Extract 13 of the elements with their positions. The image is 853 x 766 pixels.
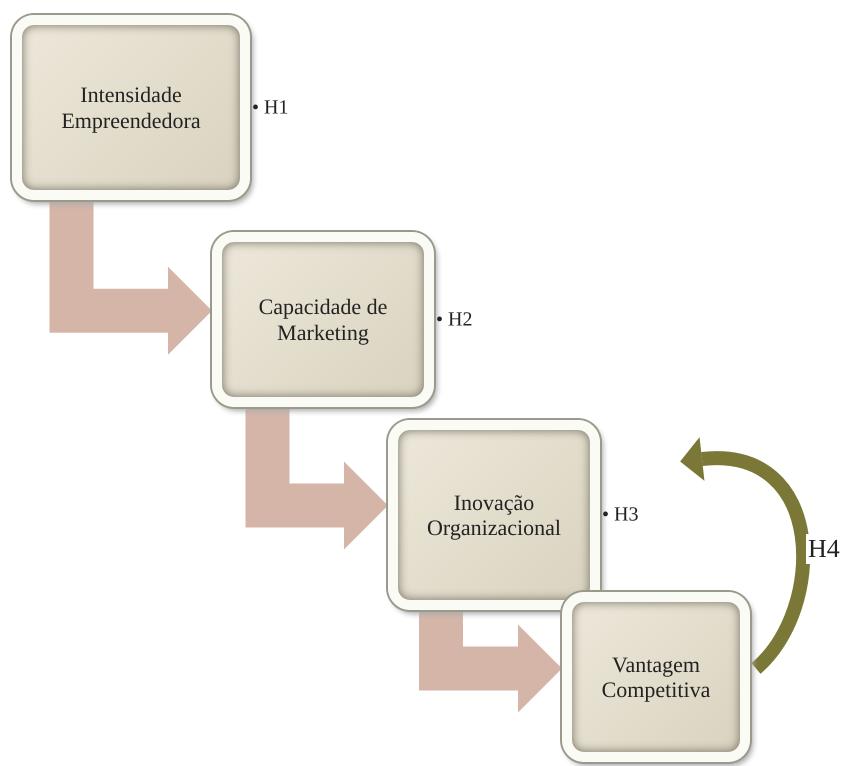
node-text: Capacidade de Marketing xyxy=(258,294,388,345)
hypothesis-label: • H3 xyxy=(602,504,638,526)
edge-label: H4 xyxy=(806,534,842,564)
arrow xyxy=(50,200,212,355)
arrow xyxy=(419,610,562,712)
node-text: Vantagem Competitiva xyxy=(600,652,712,702)
node-text: Inovação Organizacional xyxy=(426,490,562,540)
arrow xyxy=(680,437,810,674)
hypothesis-label: • H1 xyxy=(252,96,288,119)
process-box xyxy=(562,592,750,762)
node-text: Intensidade Empreendedora xyxy=(60,82,202,133)
hypothesis-label: • H2 xyxy=(436,308,472,331)
arrow xyxy=(246,407,388,550)
